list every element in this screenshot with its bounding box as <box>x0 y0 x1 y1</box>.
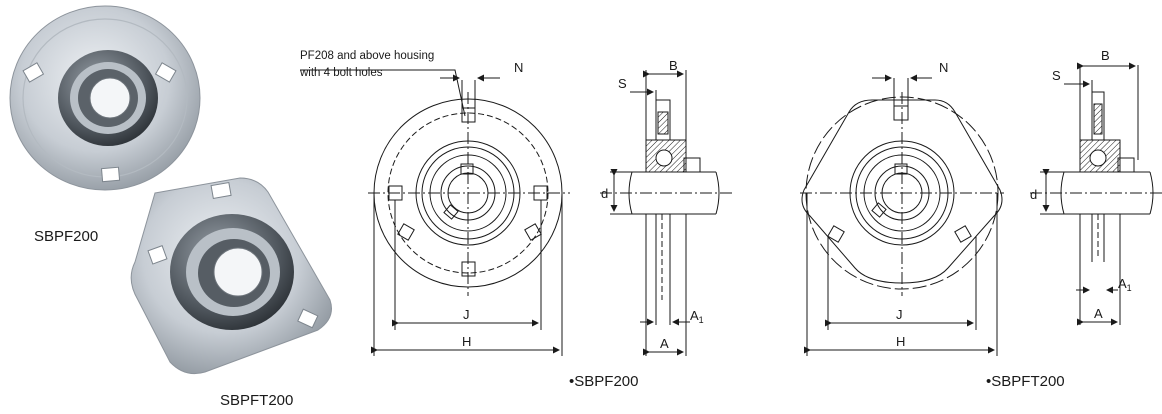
dim-a-left: A <box>660 336 669 351</box>
dim-j-right: J <box>896 307 903 322</box>
dim-n-left: N <box>514 60 523 75</box>
dim-n-right: N <box>939 60 948 75</box>
dim-a1-right: A1 <box>1118 276 1132 293</box>
dim-h-left: H <box>462 334 471 349</box>
sbpf200-front-view <box>300 69 570 356</box>
caption-sbpft200: •SBPFT200 <box>986 373 1065 390</box>
photo-sbpf200-flange <box>9 5 201 191</box>
dim-h-right: H <box>896 334 905 349</box>
dim-s-right: S <box>1052 68 1061 83</box>
dim-j-left: J <box>463 307 470 322</box>
dim-s-left: S <box>618 76 627 91</box>
photo-label-sbpf200: SBPF200 <box>34 228 98 245</box>
caption-sbpf200: •SBPF200 <box>569 373 638 390</box>
sbpf200-side-view <box>600 70 732 356</box>
sbpft200-side-view <box>1030 62 1162 326</box>
dim-d-left: d <box>601 186 608 201</box>
dim-b-left: B <box>669 58 678 73</box>
note-line2: with 4 bolt holes <box>299 67 383 79</box>
dim-d-right: d <box>1030 187 1037 202</box>
photo-label-sbpft200: SBPFT200 <box>220 392 293 409</box>
photo-sbpft200-flange <box>130 177 332 375</box>
dim-a1-left: A1 <box>690 308 704 325</box>
dim-a-right: A <box>1094 306 1103 321</box>
dim-b-right: B <box>1101 48 1110 63</box>
note-line1: PF208 and above housing <box>300 50 434 62</box>
sbpft200-front-view <box>800 74 1004 356</box>
